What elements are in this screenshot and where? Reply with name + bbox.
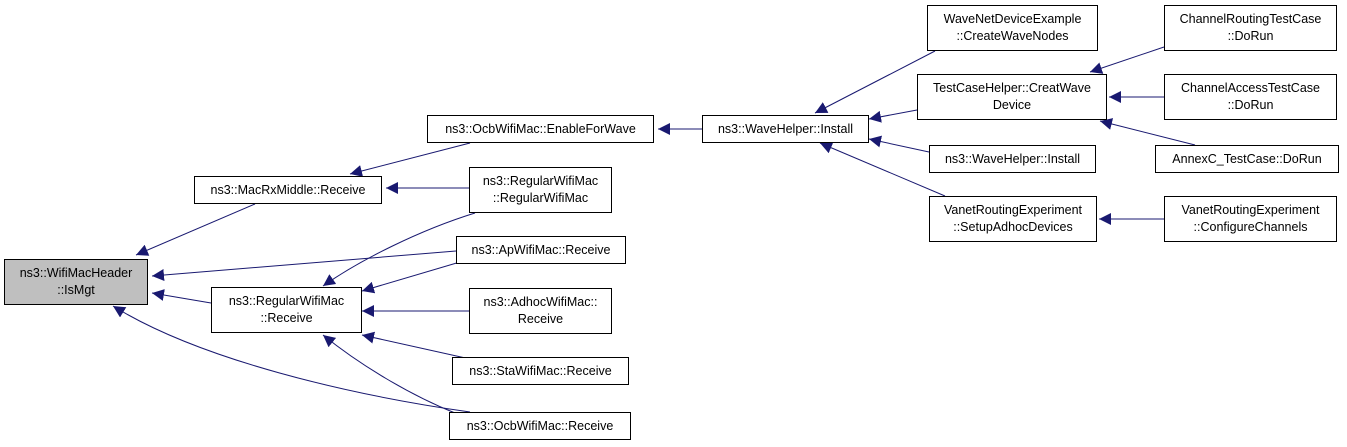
node-label-line: ::DoRun	[1227, 29, 1274, 43]
node-label-line: ::IsMgt	[57, 283, 95, 297]
node-label-line: ns3::OcbWifiMac::EnableForWave	[445, 121, 636, 136]
node-label-line: ChannelRoutingTestCase	[1179, 12, 1322, 26]
edge-vanet-setup-to-wavehelper-install	[819, 142, 946, 197]
node-label-line: AnnexC_TestCase::DoRun	[1172, 151, 1322, 166]
edge-ap-receive-to-ismgt	[151, 250, 457, 281]
node-regularwifimac-receive[interactable]: ns3::RegularWifiMac::Receive	[211, 287, 362, 333]
edge-channel-routing-to-testcase-creat	[1089, 46, 1165, 74]
node-label-line: ns3::ApWifiMac::Receive	[471, 242, 611, 257]
node-channelaccesstestcase-dorun[interactable]: ChannelAccessTestCase::DoRun	[1164, 74, 1337, 120]
node-label-line: WaveNetDeviceExample	[943, 12, 1082, 26]
node-vanetroutingexperiment-setupadhocdevices[interactable]: VanetRoutingExperiment::SetupAdhocDevice…	[929, 196, 1097, 242]
node-label-line: ::DoRun	[1227, 98, 1274, 112]
node-channelroutingtestcase-dorun[interactable]: ChannelRoutingTestCase::DoRun	[1164, 5, 1337, 51]
node-label-line: ns3::OcbWifiMac::Receive	[466, 418, 614, 433]
node-wavehelper-install-overload[interactable]: ns3::WaveHelper::Install	[929, 145, 1096, 173]
node-label-line: Device	[992, 98, 1032, 112]
node-label-line: ::RegularWifiMac	[492, 191, 589, 205]
edge-wavenet-create-to-wavehelper-install	[814, 50, 936, 114]
edge-ocb-enable-to-macrx	[349, 142, 471, 177]
node-label-line: ns3::WaveHelper::Install	[717, 121, 853, 136]
edge-regular-ctor-to-regular-receive	[322, 212, 476, 287]
node-vanetroutingexperiment-configurechannels[interactable]: VanetRoutingExperiment::ConfigureChannel…	[1164, 196, 1337, 242]
node-apwifimac-receive[interactable]: ns3::ApWifiMac::Receive	[456, 236, 626, 264]
edge-ap-receive-to-regular-receive	[361, 261, 461, 294]
node-label-line: ::Receive	[260, 311, 313, 325]
node-label-line: ns3::MacRxMiddle::Receive	[210, 182, 366, 197]
node-regularwifimac-ctor[interactable]: ns3::RegularWifiMac::RegularWifiMac	[469, 167, 612, 213]
node-label-line: ::CreateWaveNodes	[956, 29, 1069, 43]
node-adhocwifimac-receive[interactable]: ns3::AdhocWifiMac::Receive	[469, 288, 612, 334]
node-ocbwifimac-enableforwave[interactable]: ns3::OcbWifiMac::EnableForWave	[427, 115, 654, 143]
node-wavenetdeviceexample-createwavenodes[interactable]: WaveNetDeviceExample::CreateWaveNodes	[927, 5, 1098, 51]
node-label-line: ns3::RegularWifiMac	[228, 294, 345, 308]
edge-ocb-receive-to-regular-receive	[322, 334, 456, 414]
node-wavehelper-install-main[interactable]: ns3::WaveHelper::Install	[702, 115, 869, 143]
edge-sta-receive-to-regular-receive	[361, 331, 471, 360]
node-label-line: Receive	[517, 312, 564, 326]
edge-testcase-creat-to-wavehelper-install	[868, 109, 918, 123]
edge-annexc-to-testcase-creat	[1099, 118, 1196, 146]
node-ocbwifimac-receive[interactable]: ns3::OcbWifiMac::Receive	[449, 412, 631, 440]
node-label-line: ns3::WaveHelper::Install	[944, 151, 1080, 166]
edge-regular-receive-to-ismgt	[151, 289, 212, 304]
node-label-line: ChannelAccessTestCase	[1181, 81, 1320, 95]
node-label-line: ns3::WifiMacHeader	[19, 266, 133, 280]
node-annexc-testcase-dorun[interactable]: AnnexC_TestCase::DoRun	[1155, 145, 1339, 173]
node-label-line: ::SetupAdhocDevices	[953, 220, 1073, 234]
node-label-line: VanetRoutingExperiment	[943, 203, 1083, 217]
edge-macrx-receive-to-ismgt	[135, 203, 256, 256]
node-label-line: TestCaseHelper::CreatWave	[933, 81, 1091, 95]
node-label-line: ::ConfigureChannels	[1193, 220, 1308, 234]
node-macrxmiddle-receive[interactable]: ns3::MacRxMiddle::Receive	[194, 176, 382, 204]
node-label-line: ns3::AdhocWifiMac::	[483, 295, 598, 309]
node-label-line: ns3::StaWifiMac::Receive	[469, 363, 612, 378]
node-stawifimac-receive[interactable]: ns3::StaWifiMac::Receive	[452, 357, 629, 385]
node-wifimacheader-ismgt: ns3::WifiMacHeader::IsMgt	[4, 259, 148, 305]
node-label-line: ns3::RegularWifiMac	[482, 174, 599, 188]
edge-ocb-receive-to-ismgt	[112, 305, 471, 413]
node-label-line: VanetRoutingExperiment	[1181, 203, 1320, 217]
edge-wavehelper-install-b-to-wavehelper-install	[868, 135, 930, 153]
